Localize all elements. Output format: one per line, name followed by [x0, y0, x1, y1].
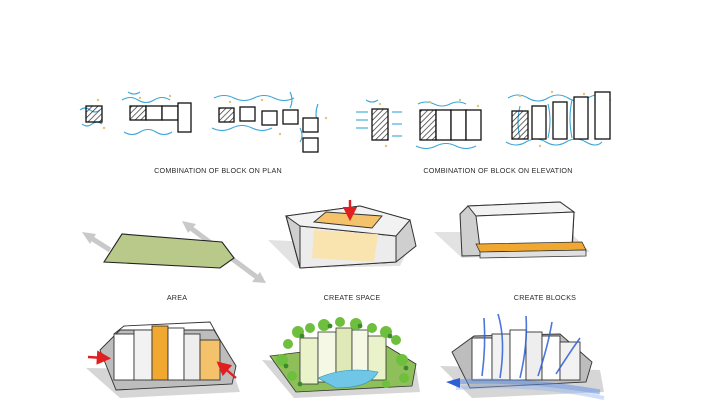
plan-group-3: [218, 106, 319, 153]
red-arrow-left-entry: [87, 350, 112, 365]
trees-icon: [283, 323, 409, 387]
create-blocks-diagram: [434, 201, 590, 259]
airflow-diagram: [440, 313, 605, 400]
blocks-entry-diagram: [86, 321, 240, 398]
plan-block-1: [85, 105, 103, 123]
landscape-diagram: [262, 317, 420, 398]
plan-group-2: [129, 102, 192, 133]
elevation-group-2: [419, 109, 482, 141]
red-arrow-right-entry: [216, 361, 237, 379]
caption-elevation: COMBINATION OF BLOCK ON ELEVATION: [423, 166, 573, 175]
caption-plan: COMBINATION OF BLOCK ON PLAN: [154, 166, 282, 175]
wind-lines-plan: [79, 91, 319, 143]
plan-diagram: [79, 91, 328, 153]
caption-area: AREA: [166, 293, 188, 302]
elevation-block-1: [371, 108, 389, 141]
flow-arrow-head: [446, 378, 460, 388]
area-diagram: [82, 221, 266, 283]
water-pool: [317, 369, 379, 389]
site-plane: [103, 233, 235, 269]
elevation-diagram: [356, 90, 612, 150]
caption-create-space: CREATE SPACE: [323, 293, 381, 302]
elevation-group-3: [511, 91, 611, 140]
air-flow-arrows: [451, 313, 605, 400]
create-space-diagram: [268, 200, 417, 269]
caption-create-blocks: CREATE BLOCKS: [513, 293, 577, 302]
